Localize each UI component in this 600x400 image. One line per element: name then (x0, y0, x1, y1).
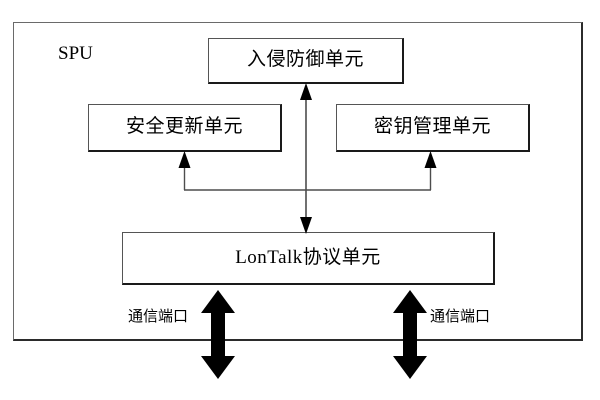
node-label: 安全更新单元 (125, 116, 243, 138)
communication-port-label-left: 通信端口 (128, 309, 189, 325)
node-label: LonTalk协议单元 (235, 246, 381, 268)
spu-label: SPU (58, 43, 93, 64)
node-intrusion-prevention-unit[interactable]: 入侵防御单元 (208, 38, 404, 84)
node-label: 入侵防御单元 (246, 49, 364, 71)
node-security-update-unit[interactable]: 安全更新单元 (88, 104, 282, 152)
communication-port-label-right: 通信端口 (430, 309, 491, 325)
node-lontalk-protocol-unit[interactable]: LonTalk协议单元 (122, 232, 495, 285)
node-label: 密钥管理单元 (373, 116, 491, 138)
node-key-management-unit[interactable]: 密钥管理单元 (336, 104, 530, 152)
